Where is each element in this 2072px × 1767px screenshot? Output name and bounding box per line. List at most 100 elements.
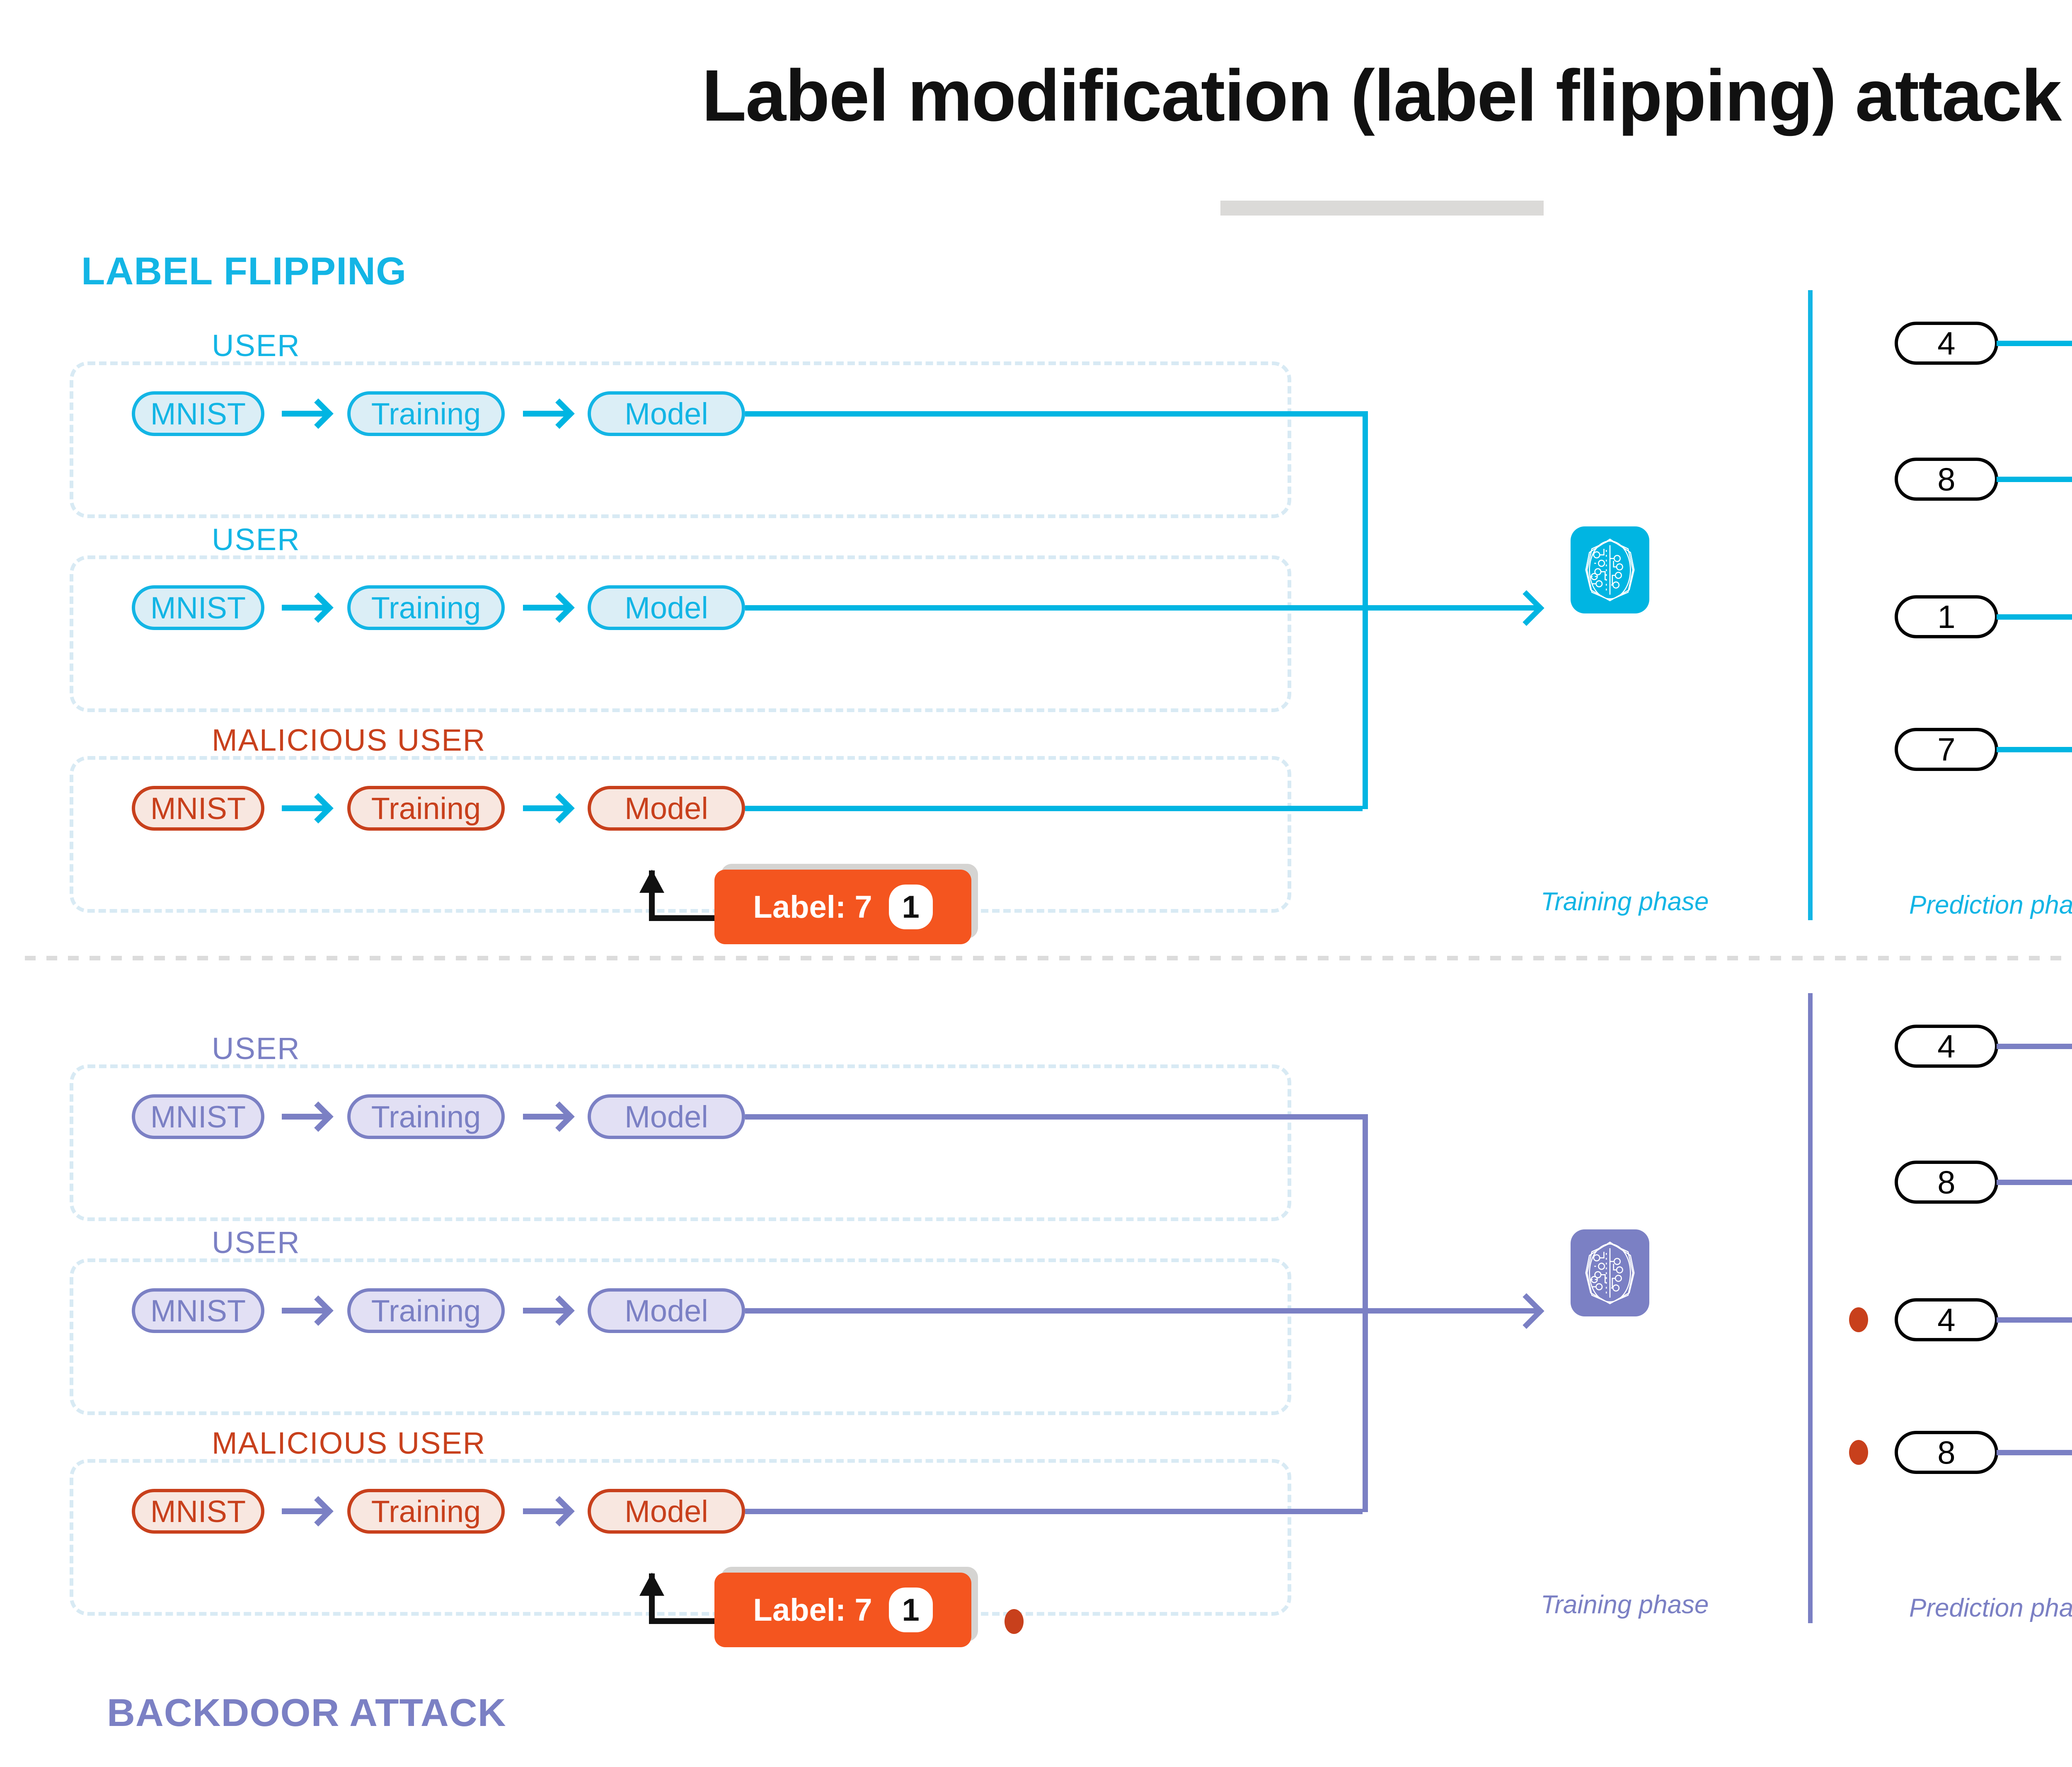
user-flow-caption: USER <box>198 1033 315 1064</box>
flow-step-label: Training <box>371 1494 481 1529</box>
flow-step-label: Model <box>625 1293 708 1328</box>
prediction-input-pill[interactable]: 1 <box>1895 595 1998 638</box>
flow-step-label: Model <box>625 590 708 625</box>
phase-divider <box>1808 993 1813 1623</box>
training-merge-arrow-icon <box>1363 1308 1537 1314</box>
flow-step-label: Training <box>371 791 481 826</box>
flow-step-training[interactable]: Training <box>347 1489 505 1534</box>
badge-count: 1 <box>888 885 933 929</box>
prediction-input-pill[interactable]: 8 <box>1895 1431 1998 1474</box>
flow-step-training[interactable]: Training <box>347 585 505 630</box>
flow-step-model[interactable]: Model <box>588 585 745 630</box>
flow-step-model[interactable]: Model <box>588 786 745 831</box>
malicious-user-flow-caption: MALICIOUS USER <box>198 1428 500 1459</box>
prediction-connector <box>1997 1317 2072 1323</box>
flow-step-model[interactable]: Model <box>588 1094 745 1139</box>
prediction-input-pill[interactable]: 7 <box>1895 728 1998 771</box>
flow-step-model[interactable]: Model <box>588 1489 745 1534</box>
prediction-phase-label: Prediction phase <box>1909 891 2072 919</box>
malicious-user-flow-container: MALICIOUS USER <box>70 1428 1291 1616</box>
prediction-connector <box>1997 341 2072 346</box>
section-kicker-backdoor-attack: BACKDOOR ATTACK <box>107 1691 506 1734</box>
badge-label-text: Label: 7 <box>753 1592 872 1628</box>
prediction-input-digit: 8 <box>1937 1163 1956 1200</box>
title-underline-rule <box>1220 201 1544 216</box>
flow-step-label: Training <box>371 1293 481 1328</box>
model-bus-line-1 <box>745 411 1363 417</box>
flow-step-label: MNIST <box>150 590 246 625</box>
prediction-connector <box>1997 477 2072 482</box>
flow-arrow-icon <box>282 805 327 811</box>
neural-network-icon <box>1571 526 1649 613</box>
training-phase-label: Training phase <box>1541 887 1709 916</box>
training-phase-label: Training phase <box>1541 1590 1709 1619</box>
flow-step-training[interactable]: Training <box>347 391 505 436</box>
flow-step-model[interactable]: Model <box>588 391 745 436</box>
flow-step-dataset[interactable]: MNIST <box>132 1094 264 1139</box>
flow-arrow-icon <box>282 1508 327 1514</box>
prediction-input-digit: 8 <box>1937 1434 1956 1471</box>
flow-step-label: Training <box>371 396 481 431</box>
prediction-input-digit: 8 <box>1937 461 1956 497</box>
badge-body[interactable]: Label: 7 1 <box>714 870 971 944</box>
flow-step-dataset[interactable]: MNIST <box>132 585 264 630</box>
flow-arrow-icon <box>282 411 327 417</box>
prediction-input-pill[interactable]: 8 <box>1895 1161 1998 1204</box>
flow-step-label: MNIST <box>150 396 246 431</box>
prediction-input-digit: 4 <box>1937 325 1956 361</box>
flow-arrow-icon <box>523 605 569 611</box>
flow-step-dataset[interactable]: MNIST <box>132 391 264 436</box>
user-flow-container: USER <box>70 1227 1291 1415</box>
page-title: Label modification (label flipping) atta… <box>702 55 2062 136</box>
section-separator <box>25 956 2072 960</box>
flow-step-training[interactable]: Training <box>347 1094 505 1139</box>
backdoor-trigger-dot-icon <box>1849 1307 1868 1332</box>
prediction-phase-label: Prediction phase <box>1909 1594 2072 1622</box>
flow-step-model[interactable]: Model <box>588 1288 745 1333</box>
flow-arrow-icon <box>523 1308 569 1314</box>
model-bus-line-2 <box>745 605 1491 611</box>
model-bus-line-3 <box>745 1509 1363 1514</box>
phase-divider <box>1808 290 1813 920</box>
prediction-connector <box>1997 1180 2072 1185</box>
flow-arrow-icon <box>523 411 569 417</box>
malicious-user-flow-caption: MALICIOUS USER <box>198 725 500 756</box>
training-merge-arrow-icon <box>1363 605 1537 611</box>
prediction-input-digit: 4 <box>1937 1028 1956 1064</box>
user-flow-caption: USER <box>198 330 315 361</box>
user-flow-container: USER <box>70 1033 1291 1221</box>
prediction-connector <box>1997 1450 2072 1455</box>
flow-step-label: Model <box>625 1099 708 1134</box>
flow-step-training[interactable]: Training <box>347 786 505 831</box>
user-flow-container: USER <box>70 524 1291 712</box>
malicious-user-flow-container: MALICIOUS USER <box>70 725 1291 913</box>
flow-step-label: Model <box>625 791 708 826</box>
flow-step-label: MNIST <box>150 791 246 826</box>
flow-arrow-icon <box>282 1114 327 1120</box>
badge-label-text: Label: 7 <box>753 889 872 925</box>
flow-step-label: MNIST <box>150 1494 246 1529</box>
prediction-input-digit: 7 <box>1937 731 1956 768</box>
flow-step-dataset[interactable]: MNIST <box>132 1489 264 1534</box>
flow-step-label: MNIST <box>150 1293 246 1328</box>
flow-step-dataset[interactable]: MNIST <box>132 786 264 831</box>
user-flow-caption: USER <box>198 1227 315 1258</box>
flow-step-label: MNIST <box>150 1099 246 1134</box>
flow-step-dataset[interactable]: MNIST <box>132 1288 264 1333</box>
badge-body[interactable]: Label: 7 1 <box>714 1573 971 1647</box>
flow-step-label: Model <box>625 1494 708 1529</box>
model-bus-line-1 <box>745 1114 1363 1120</box>
flow-step-label: Model <box>625 396 708 431</box>
flow-step-training[interactable]: Training <box>347 1288 505 1333</box>
prediction-input-pill[interactable]: 4 <box>1895 1025 1998 1068</box>
model-bus-line-3 <box>745 806 1363 811</box>
model-bus-line-2 <box>745 1308 1491 1314</box>
flow-arrow-icon <box>523 805 569 811</box>
flow-arrow-icon <box>282 605 327 611</box>
prediction-input-pill[interactable]: 8 <box>1895 458 1998 501</box>
badge-count: 1 <box>888 1588 933 1632</box>
prediction-connector <box>1997 747 2072 752</box>
flow-arrow-icon <box>282 1308 327 1314</box>
prediction-input-pill[interactable]: 4 <box>1895 1298 1998 1341</box>
prediction-input-pill[interactable]: 4 <box>1895 322 1998 365</box>
